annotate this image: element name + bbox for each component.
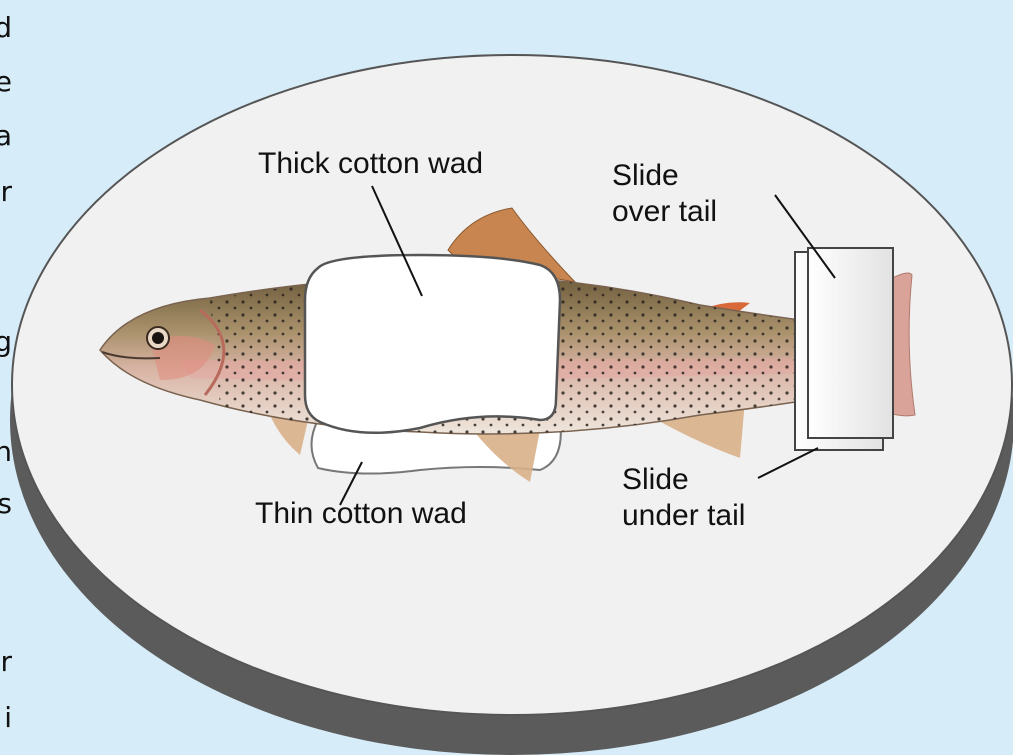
label-thick-cotton-wad: Thick cotton wad (258, 146, 483, 182)
label-slide-over-line2: over tail (612, 194, 717, 230)
label-thin-cotton-wad: Thin cotton wad (255, 496, 467, 532)
thick-cotton-wad (305, 255, 560, 433)
label-slide-under-line2: under tail (622, 498, 745, 534)
label-slide-over-line1: Slide (612, 158, 717, 194)
slide-over-tail (808, 248, 893, 438)
label-slide-under-tail: Slide under tail (622, 462, 745, 534)
label-slide-under-line1: Slide (622, 462, 745, 498)
label-slide-over-tail: Slide over tail (612, 158, 717, 230)
